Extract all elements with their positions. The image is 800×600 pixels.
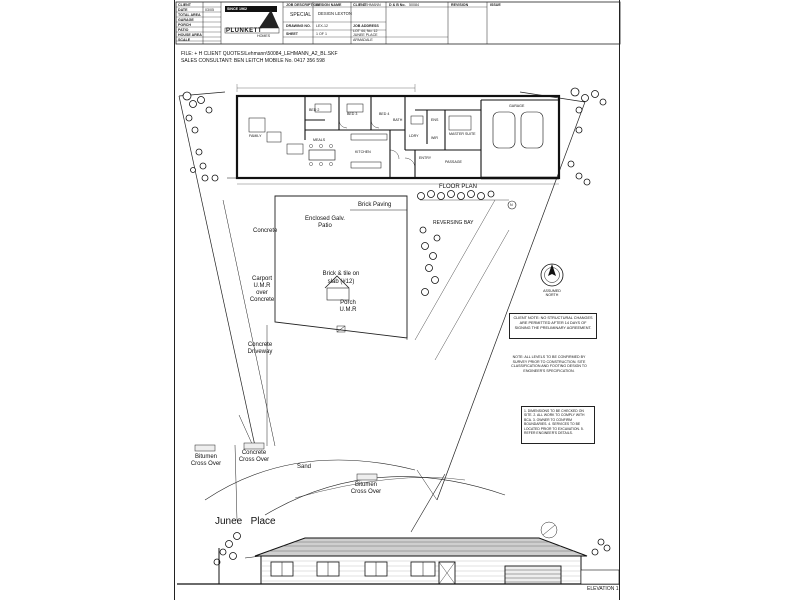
drawing-sheet: CLIENT DATE 03/05 TOTAL AREA GARAGE PORC… bbox=[174, 0, 621, 600]
design-label: DESIGN NAME bbox=[316, 3, 342, 7]
sheet-value: 1 OF 1 bbox=[316, 32, 327, 36]
room-master: MASTER SUITE bbox=[449, 132, 476, 136]
site-note: NOTE: ALL LEVELS TO BE CONFIRMED BY SURV… bbox=[511, 355, 587, 373]
issue-label: ISSUE bbox=[490, 3, 501, 7]
carport-label: Carport U.M.R over Concrete bbox=[249, 276, 275, 303]
job-address: LOT 44, No. 12 bbox=[353, 29, 378, 33]
room-entry: ENTRY bbox=[419, 156, 432, 160]
job-type: SPECIAL bbox=[290, 12, 312, 18]
drawing-no-label: DRAWING NO. bbox=[286, 24, 311, 28]
north-mark: N bbox=[510, 203, 513, 207]
concrete-top-label: Concrete bbox=[253, 228, 278, 234]
logo-name: PLUNKETT bbox=[226, 28, 262, 34]
concrete-driveway-label: Concrete Driveway bbox=[247, 342, 273, 355]
job-type-label: JOB DESCRIPTION bbox=[286, 3, 319, 7]
floor-plan-outer-wall bbox=[235, 94, 561, 180]
tb-garage-label: GARAGE bbox=[178, 18, 194, 22]
room-wir: WIR bbox=[431, 136, 438, 140]
room-bath: BATH bbox=[393, 118, 403, 122]
design-name: DESIGN LEXTON bbox=[318, 11, 352, 16]
conditions-note: 1. DIMENSIONS TO BE CHECKED ON SITE. 2. … bbox=[521, 406, 595, 444]
logo-sub: HOMES bbox=[257, 34, 271, 38]
bitumen-right-label: Bitumen Cross Over bbox=[350, 482, 382, 495]
client-note: CLIENT NOTE: NO STRUCTURAL CHANGES ARE P… bbox=[509, 313, 597, 339]
enclosed-patio-label: Enclosed Galv. Patio bbox=[305, 216, 345, 229]
floor-plan bbox=[227, 84, 561, 185]
client-label: CLIENT bbox=[353, 3, 366, 7]
file-line: FILE: + H CLIENT QUOTES\Lehmann\50084_LE… bbox=[181, 51, 338, 57]
room-ens: ENS bbox=[431, 118, 439, 122]
consultant-line: SALES CONSULTANT: BEN LEITCH MOBILE No. … bbox=[181, 58, 325, 64]
brick-tile-label: Brick & tile on slab (#12) bbox=[322, 271, 360, 285]
dl-label: D & B No. bbox=[389, 3, 406, 7]
room-kitchen: KITCHEN bbox=[355, 150, 371, 154]
room-ldry: LDRY bbox=[409, 134, 419, 138]
sheet-label: SHEET bbox=[286, 32, 298, 36]
concrete-crossover-label: Concrete Cross Over bbox=[238, 450, 270, 463]
tb-date-label: DATE bbox=[178, 8, 188, 12]
tb-patio-label: PATIO bbox=[178, 28, 189, 32]
tb-client-label: CLIENT bbox=[178, 3, 191, 7]
room-bed2: BED 2 bbox=[309, 108, 320, 112]
site-drawing bbox=[177, 84, 620, 585]
boundary-right bbox=[436, 101, 586, 501]
tb-porch-label: PORCH bbox=[178, 23, 191, 27]
reversing-bay-label: REVERSING BAY bbox=[433, 220, 474, 226]
dl-value: 50084 bbox=[409, 3, 419, 7]
tb-house-area-label: HOUSE AREA bbox=[178, 33, 202, 37]
job-address-label: JOB ADDRESS bbox=[353, 24, 379, 28]
tb-date-value: 03/05 bbox=[205, 8, 214, 12]
sand-label: Sand bbox=[297, 464, 312, 470]
north-label: ASSUMED NORTH bbox=[543, 289, 561, 297]
room-bed3: BED 3 bbox=[347, 112, 358, 116]
job-suburb: ARMADALE bbox=[353, 38, 373, 42]
room-meals: MEALS bbox=[313, 138, 326, 142]
tb-total-area-label: TOTAL AREA bbox=[178, 13, 201, 17]
title-block-frame bbox=[175, 1, 621, 45]
landscaping-shrubs bbox=[182, 87, 611, 566]
job-street: JUNEE PLACE bbox=[353, 33, 378, 37]
logo-since: SINCE 1962 bbox=[227, 7, 247, 11]
north-arrow bbox=[507, 200, 564, 287]
room-bed4: BED 4 bbox=[379, 112, 390, 116]
room-family: FAMILY bbox=[249, 134, 262, 138]
bitumen-left-label: Bitumen Cross Over bbox=[190, 454, 222, 467]
street-name: Junee Place bbox=[215, 516, 276, 527]
drawing-no: LEX-12 bbox=[316, 24, 328, 28]
elevation-label: ELEVATION 1 bbox=[587, 586, 619, 592]
tb-scale-label: SCALE bbox=[178, 38, 191, 42]
porch-label: Porch U.M.R bbox=[339, 300, 357, 313]
elevation-drawing bbox=[177, 537, 620, 585]
room-passage: PASSAGE bbox=[445, 160, 462, 164]
room-garage: GARAGE bbox=[509, 104, 525, 108]
revision-label: REVISION bbox=[451, 3, 469, 7]
floor-plan-title: FLOOR PLAN bbox=[439, 184, 478, 190]
existing-house-outline bbox=[274, 195, 408, 339]
boundary-left bbox=[178, 95, 256, 447]
client-name: LEHMANN bbox=[363, 3, 381, 7]
brick-paving-label: Brick Paving bbox=[358, 202, 392, 208]
